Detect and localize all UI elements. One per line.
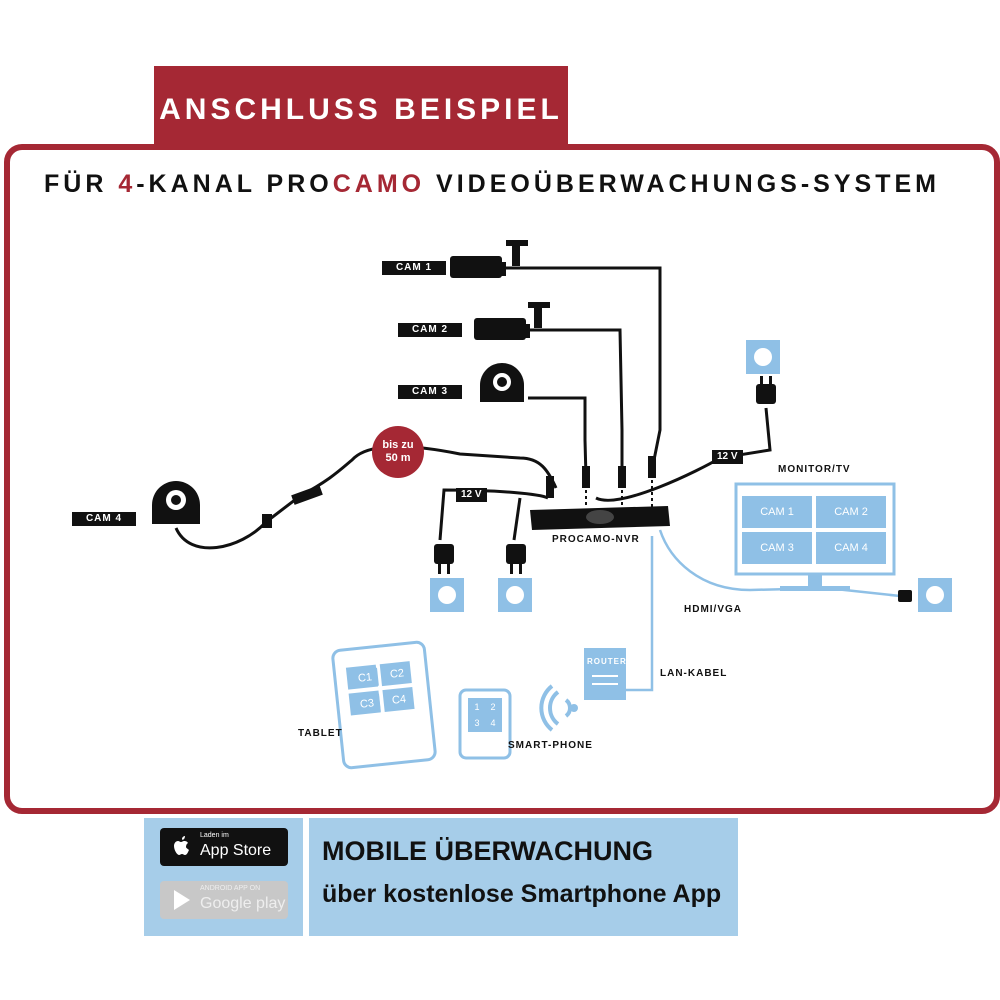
cam4-camera: [152, 481, 200, 524]
hdmi-cable: [658, 529, 831, 592]
nvr-label: PROCAMO-NVR: [552, 534, 640, 545]
cam1-cable: [500, 266, 662, 471]
cam3-label: CAM 3: [398, 385, 462, 399]
cam1-label: CAM 1: [382, 261, 446, 275]
promo-heading: MOBILE ÜBERWACHUNG: [322, 836, 654, 866]
cam2-label: CAM 2: [398, 323, 462, 337]
tablet-icon: [331, 640, 437, 770]
cam1-camera: [450, 240, 528, 278]
title-part1: FÜR: [44, 170, 119, 198]
app-store-button[interactable]: Laden im App Store: [160, 828, 288, 866]
monitor-cell-3: CAM 3: [742, 532, 812, 564]
title-brand: CAMO: [332, 170, 426, 198]
tablet-cell-3: C3: [353, 693, 381, 715]
app-store-label: App Store: [200, 842, 272, 859]
cam3-camera: [480, 363, 524, 402]
distance-line1: bis zu: [382, 439, 414, 451]
monitor-label: MONITOR/TV: [778, 464, 851, 475]
distance-badge: bis zu 50 m: [372, 426, 424, 478]
phone-cell-2: 2: [486, 700, 500, 714]
wifi-dot: [570, 704, 578, 712]
promo-subheading: über kostenlose Smartphone App: [322, 880, 722, 908]
cam3-cable: [528, 396, 588, 479]
router-label: ROUTER: [587, 657, 627, 666]
google-play-button[interactable]: ANDROID APP ON Google play: [160, 881, 288, 919]
promo-divider: [303, 818, 309, 936]
nvr-cam-inputs: [585, 480, 653, 508]
phone-cell-1: 1: [470, 700, 484, 714]
app-store-small-label: Laden im: [200, 832, 229, 839]
phone-cell-4: 4: [486, 716, 500, 730]
nvr-voltage-label: 12 V: [712, 450, 743, 464]
tablet-cell-4: C4: [385, 689, 413, 711]
tablet-label: TABLET: [298, 728, 343, 739]
hdmi-label: HDMI/VGA: [684, 604, 742, 615]
phone-cell-3: 3: [470, 716, 484, 730]
monitor-cell-2: CAM 2: [816, 496, 886, 528]
google-play-icon: [174, 890, 190, 910]
wifi-icon: [539, 684, 572, 732]
cam-power-cable-1: [438, 488, 549, 541]
cam2-camera: [474, 302, 550, 340]
tablet-cell-1: C1: [351, 667, 379, 689]
cam-power-cable-2: [512, 497, 522, 541]
router-icon: [584, 648, 626, 700]
lan-cable: [626, 536, 654, 692]
distance-line2: 50 m: [385, 452, 411, 464]
monitor-cell-4: CAM 4: [816, 532, 886, 564]
title-channel-count: 4: [118, 170, 137, 198]
page-title: FÜR 4-KANAL PROCAMO VIDEOÜBERWACHUNGS-SY…: [44, 170, 964, 199]
title-part3: VIDEOÜBERWACHUNGS-SYSTEM: [425, 170, 940, 198]
monitor-cell-1: CAM 1: [742, 496, 812, 528]
cam2-cable: [528, 328, 624, 478]
power-plug-icon: [434, 376, 912, 602]
lan-label: LAN-KABEL: [660, 668, 728, 679]
cam-voltage-label: 12 V: [456, 488, 487, 502]
cam4-label: CAM 4: [72, 512, 136, 526]
socket-holes: [438, 348, 944, 604]
cable-connectors: [262, 456, 656, 528]
camera-cables: [174, 266, 772, 550]
nvr-device: [530, 506, 670, 530]
google-play-small-label: ANDROID APP ON: [200, 885, 261, 892]
smartphone-label: SMART-PHONE: [508, 740, 593, 751]
smartphone-icon: [458, 688, 512, 760]
tablet-cell-2: C2: [383, 663, 411, 685]
cam4-cable: [174, 445, 558, 550]
title-part2: -KANAL PRO: [136, 170, 333, 198]
apple-icon: [174, 836, 189, 855]
google-play-label: Google play: [200, 895, 286, 912]
